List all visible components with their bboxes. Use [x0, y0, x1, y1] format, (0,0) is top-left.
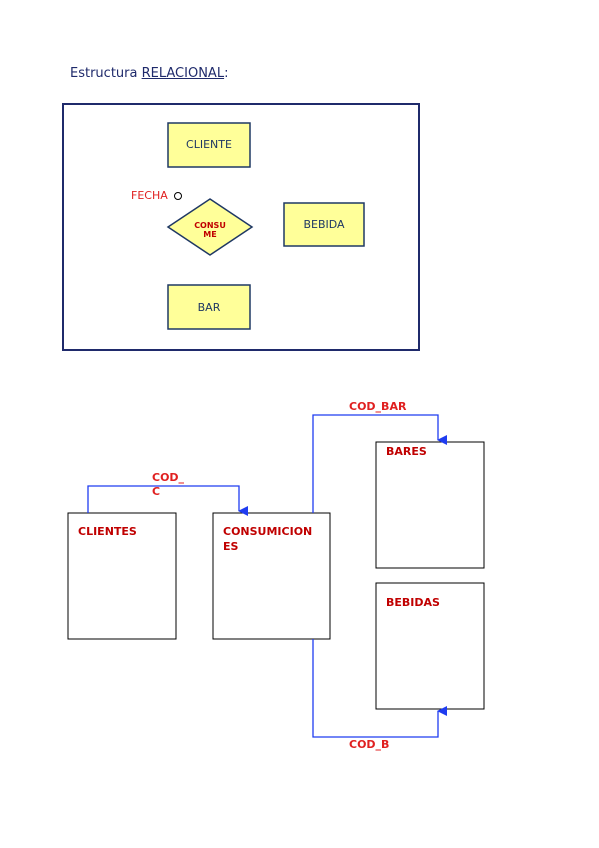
- attribute-circle-icon: [174, 192, 182, 200]
- entity-bar-label: BAR: [198, 301, 221, 314]
- page-title: Estructura RELACIONAL:: [70, 66, 228, 81]
- table-bebidas: BEBIDAS: [375, 582, 485, 710]
- link-cod-c-label-line1: COD_: [152, 471, 185, 484]
- link-cod-bar: COD_BAR: [312, 400, 447, 513]
- link-cod-b: COD_B: [312, 639, 447, 751]
- table-bebidas-label: BEBIDAS: [386, 596, 440, 609]
- attribute-fecha-label: FECHA: [131, 189, 168, 202]
- entity-cliente: CLIENTE: [167, 122, 251, 168]
- attribute-fecha: FECHA: [131, 189, 182, 202]
- title-prefix: Estructura: [70, 66, 142, 81]
- table-consumiciones: CONSUMICION ES: [212, 512, 331, 640]
- entity-cliente-label: CLIENTE: [186, 138, 232, 151]
- relationship-label-line2: ME: [203, 230, 216, 239]
- table-consumiciones-label-line1: CONSUMICION: [223, 525, 312, 538]
- link-cod-b-label: COD_B: [349, 738, 389, 751]
- link-cod-c-label-line2: C: [152, 485, 160, 498]
- table-consumiciones-label-line2: ES: [223, 540, 239, 553]
- title-underlined: RELACIONAL: [141, 66, 225, 81]
- table-clientes-label: CLIENTES: [78, 525, 137, 538]
- title-suffix: :: [224, 66, 229, 81]
- relationship-consume: CONSU ME: [166, 198, 254, 256]
- relationship-label-line1: CONSU: [194, 221, 226, 230]
- table-clientes: CLIENTES: [67, 512, 177, 640]
- link-cod-bar-label: COD_BAR: [349, 400, 407, 413]
- table-bares-label: BARES: [386, 445, 427, 458]
- entity-bebida: BEBIDA: [283, 202, 365, 247]
- entity-bar: BAR: [167, 284, 251, 330]
- table-bares: BARES: [375, 441, 485, 569]
- entity-bebida-label: BEBIDA: [303, 218, 345, 231]
- link-cod-c: COD_ C: [87, 471, 248, 516]
